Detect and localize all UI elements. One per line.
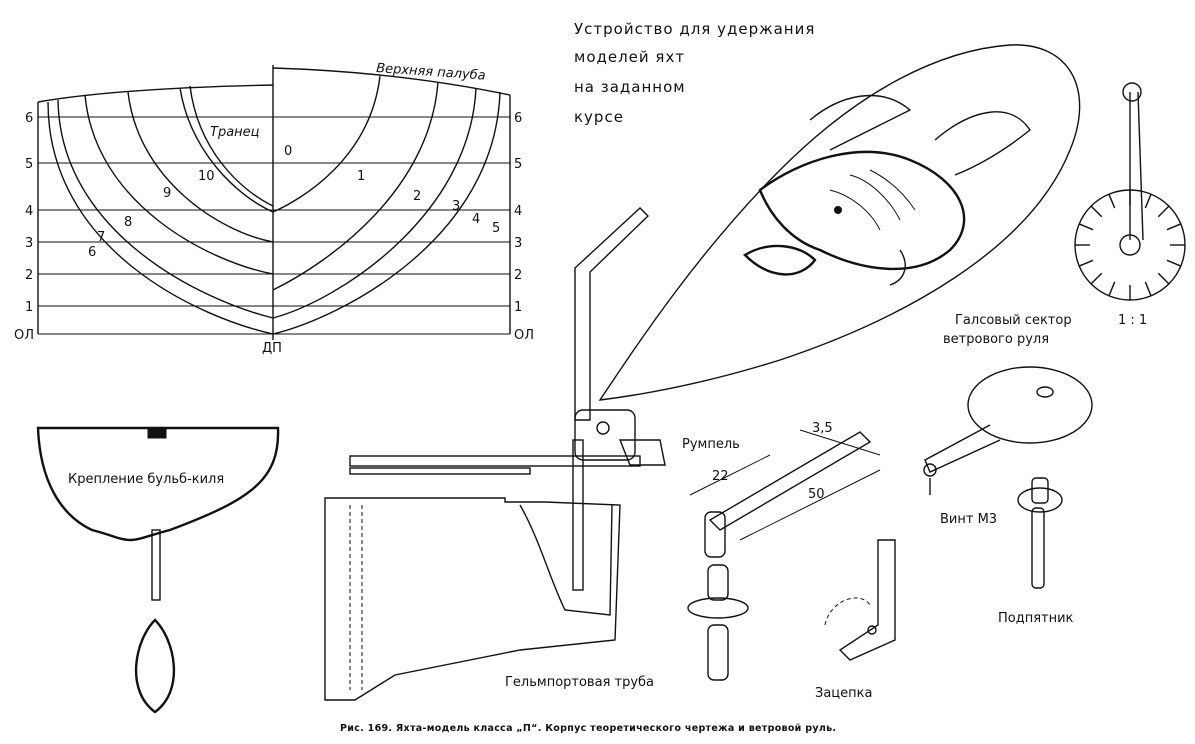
station-label-3: 3: [452, 199, 460, 214]
wl-label-3-left: 3: [25, 236, 33, 251]
bulb: [134, 618, 176, 714]
vane-outline: [598, 44, 1081, 401]
base-label-left: ОЛ: [14, 328, 34, 343]
wl-label-6-right: 6: [514, 111, 522, 126]
bearing-part: [1017, 477, 1063, 589]
sector-slot: [1090, 272, 1103, 285]
sector-slot: [1166, 259, 1182, 267]
fish-emblem: [743, 94, 1031, 286]
base-label-right: ОЛ: [514, 328, 534, 343]
wl-label-4-right: 4: [514, 204, 522, 219]
vane-pivot: [596, 421, 610, 435]
wl-label-1-right: 1: [514, 300, 522, 315]
hook-part: [824, 539, 896, 661]
station-label-10: 10: [198, 169, 215, 184]
hull-section: [36, 426, 280, 542]
scale-label: 1 : 1: [1118, 313, 1147, 328]
bulb-keel-label: Крепление бульб-киля: [68, 472, 224, 487]
vane-hub: [574, 409, 636, 461]
wl-label-2-left: 2: [25, 268, 33, 283]
wind-vane: [574, 44, 1081, 461]
title-line-2: моделей яхт: [574, 48, 685, 66]
tiller-boss: [704, 511, 726, 558]
vane-clamp: [618, 439, 666, 466]
station-label-4: 4: [472, 212, 480, 227]
keel-fin: [151, 529, 161, 601]
tiller-part: [689, 429, 881, 558]
tack-sector-part: [923, 366, 1093, 495]
wl-label-5-right: 5: [514, 157, 522, 172]
sector-slot: [1078, 259, 1094, 267]
rudder-stock: [572, 439, 584, 591]
sector-slot: [1108, 193, 1116, 209]
station-label-1: 1: [357, 169, 365, 184]
tiller-label: Румпель: [682, 437, 740, 452]
station-label-7: 7: [97, 230, 105, 245]
sector-slot: [1166, 223, 1182, 231]
title-line-1: Устройство для удержания: [574, 20, 815, 38]
station-label-8: 8: [124, 215, 132, 230]
dim-22-label: 22: [712, 469, 729, 484]
transom-cutout: [519, 504, 613, 616]
sector-label-line-2: ветрового руля: [943, 332, 1049, 347]
dim-50-label: 50: [808, 487, 825, 502]
wl-label-6-left: 6: [25, 111, 33, 126]
wl-label-1-left: 1: [25, 300, 33, 315]
station-label-5: 5: [492, 221, 500, 236]
hook-label: Зацепка: [815, 686, 872, 701]
sector-slot: [1078, 223, 1094, 231]
top-deck-label: Верхняя палуба: [376, 61, 486, 84]
sector-top-eye: [1122, 82, 1142, 102]
rudder-assembly: [324, 439, 666, 701]
sector-slot: [1157, 272, 1170, 285]
station-label-6: 6: [88, 245, 96, 260]
helm-tube-part: [687, 564, 749, 681]
tiller-bar: [349, 455, 641, 467]
transom-label: Транец: [210, 125, 260, 140]
title-line-4: курсе: [574, 108, 624, 126]
deck-line: [37, 67, 511, 103]
deck-block: [147, 427, 167, 439]
sector-slot: [1144, 281, 1152, 297]
sector-label-line-1: Галсовый сектор: [955, 313, 1072, 328]
station-label-0: 0: [284, 144, 292, 159]
screw-label: Винт М3: [940, 512, 997, 527]
waterlines: [38, 116, 510, 335]
dim-35-label: 3,5: [812, 421, 833, 436]
sector-slot: [1108, 281, 1116, 297]
wl-label-5-left: 5: [25, 157, 33, 172]
sector-slot: [1144, 193, 1152, 209]
wl-label-3-right: 3: [514, 236, 522, 251]
lines-plan: Верхняя палуба Транец 6 5 4 3 2 1 ОЛ 6 5…: [14, 61, 534, 356]
title-block: Устройство для удержания моделей яхт на …: [574, 20, 815, 126]
bow-sections: [272, 75, 501, 335]
bearing-label: Подпятник: [998, 611, 1074, 626]
station-label-9: 9: [163, 186, 171, 201]
title-line-3: на заданном: [574, 78, 686, 96]
tiller-blade: [708, 431, 872, 531]
hull-stern: [324, 497, 621, 701]
bulb-keel-section: Крепление бульб-киля: [36, 426, 280, 714]
sector-slot: [1090, 205, 1103, 218]
figure-caption: Рис. 169. Яхта-модель класса „П“. Корпус…: [340, 723, 836, 734]
sector-hub: [1119, 234, 1141, 256]
sector-slot: [1157, 205, 1170, 218]
helm-tube-label: Гельмпортовая труба: [505, 675, 654, 690]
wl-label-4-left: 4: [25, 204, 33, 219]
station-label-2: 2: [413, 189, 421, 204]
stern-sections: [47, 85, 274, 335]
centerplane-label: ДП: [262, 341, 282, 356]
tiller-lower: [349, 467, 531, 475]
vane-arm: [574, 207, 649, 421]
wl-label-2-right: 2: [514, 268, 522, 283]
